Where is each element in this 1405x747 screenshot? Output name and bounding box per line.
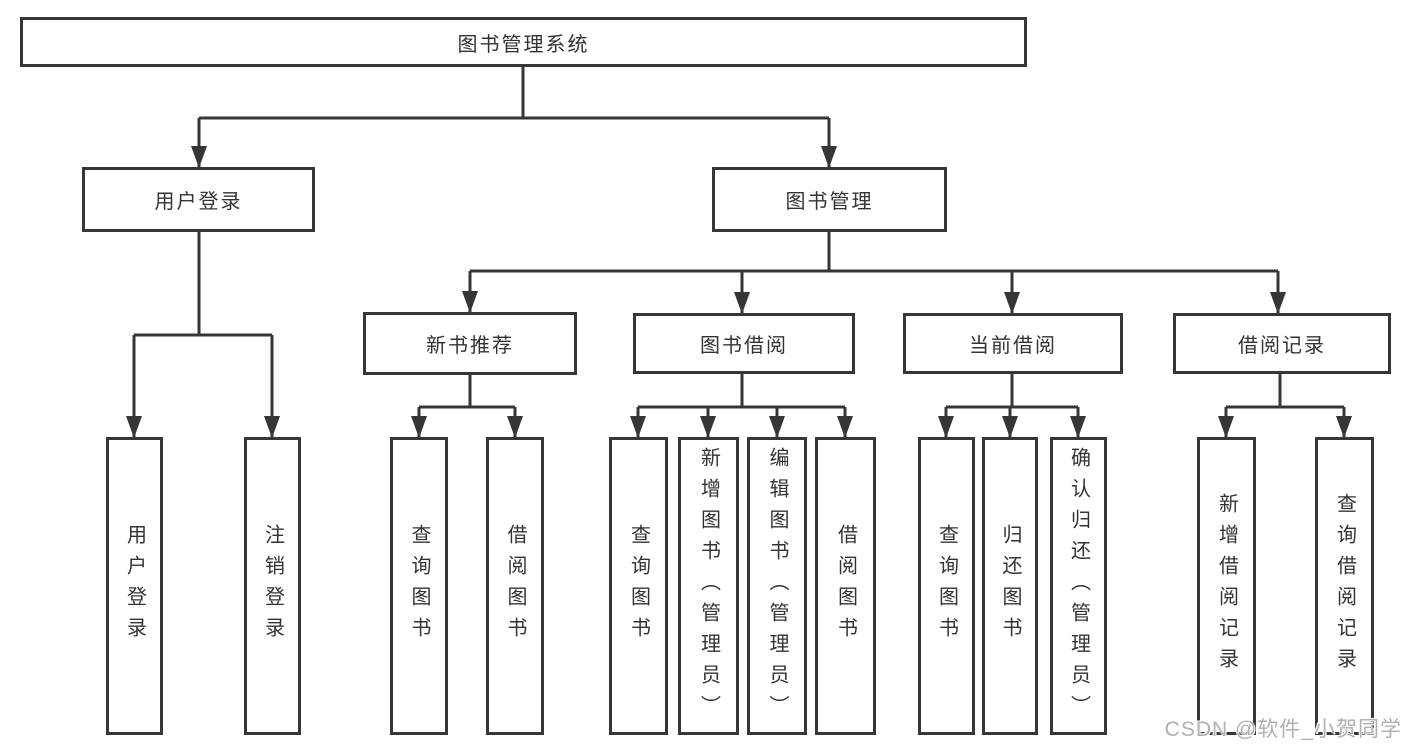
connector-borrowing-records-to-leaves (1218, 374, 1352, 438)
leaf-edit-books-admin-label: 编辑图书（管理员） (766, 446, 788, 726)
node-borrowing-records: 借阅记录 (1173, 313, 1391, 374)
leaf-query-books-recommend-label: 查询图书 (408, 524, 430, 648)
node-borrowing-records-label: 借阅记录 (1238, 335, 1326, 357)
leaf-query-books-current: 查询图书 (918, 437, 975, 735)
leaf-query-books-recommend: 查询图书 (390, 437, 448, 735)
leaf-confirm-return-admin-label: 确认归还（管理员） (1067, 446, 1090, 726)
leaf-query-books-borrowing-label: 查询图书 (627, 524, 650, 648)
connector-current-borrowing-to-leaves (938, 374, 1086, 438)
leaf-return-books-label: 归还图书 (999, 524, 1021, 648)
leaf-add-borrow-record-label: 新增借阅记录 (1215, 493, 1238, 679)
leaf-add-borrow-record: 新增借阅记录 (1197, 437, 1256, 735)
node-user-login-label: 用户登录 (154, 191, 243, 213)
leaf-add-books-admin: 新增图书（管理员） (678, 437, 739, 735)
leaf-borrow-books-recommend: 借阅图书 (486, 437, 544, 735)
node-book-management-label: 图书管理 (785, 191, 874, 213)
connector-new-book-recommend-to-leaves (411, 375, 523, 438)
node-book-management: 图书管理 (712, 167, 947, 232)
node-root-label: 图书管理系统 (457, 33, 590, 56)
connector-user-login-to-leaves (126, 232, 280, 438)
connector-book-management-to-level3 (462, 232, 1286, 314)
watermark: CSDN @软件_小贺同学 (1164, 718, 1402, 741)
leaf-borrow-books-recommend-label: 借阅图书 (504, 524, 526, 648)
leaf-logout: 注销登录 (244, 437, 301, 735)
node-book-borrowing: 图书借阅 (633, 313, 855, 374)
leaf-borrow-books-borrowing: 借阅图书 (815, 437, 876, 735)
node-root: 图书管理系统 (20, 17, 1027, 67)
leaf-logout-label: 注销登录 (261, 524, 284, 648)
node-new-book-recommend: 新书推荐 (363, 312, 577, 375)
leaf-edit-books-admin: 编辑图书（管理员） (747, 437, 807, 735)
leaf-user-login: 用户登录 (106, 437, 163, 735)
leaf-query-borrow-record-label: 查询借阅记录 (1333, 493, 1356, 679)
leaf-user-login-label: 用户登录 (123, 524, 146, 648)
node-book-borrowing-label: 图书借阅 (700, 335, 788, 357)
leaf-query-books-borrowing: 查询图书 (609, 437, 668, 735)
node-current-borrowing: 当前借阅 (903, 313, 1123, 374)
leaf-confirm-return-admin: 确认归还（管理员） (1050, 437, 1107, 735)
leaf-return-books: 归还图书 (982, 437, 1038, 735)
node-new-book-recommend-label: 新书推荐 (426, 335, 514, 357)
connector-book-borrowing-to-leaves (630, 374, 853, 438)
leaf-add-books-admin-label: 新增图书（管理员） (697, 446, 720, 726)
leaf-borrow-books-borrowing-label: 借阅图书 (834, 524, 857, 648)
node-current-borrowing-label: 当前借阅 (969, 335, 1057, 357)
connector-root-to-level2 (191, 67, 837, 168)
leaf-query-books-current-label: 查询图书 (935, 524, 958, 648)
node-user-login: 用户登录 (82, 167, 315, 232)
leaf-query-borrow-record: 查询借阅记录 (1315, 437, 1374, 735)
